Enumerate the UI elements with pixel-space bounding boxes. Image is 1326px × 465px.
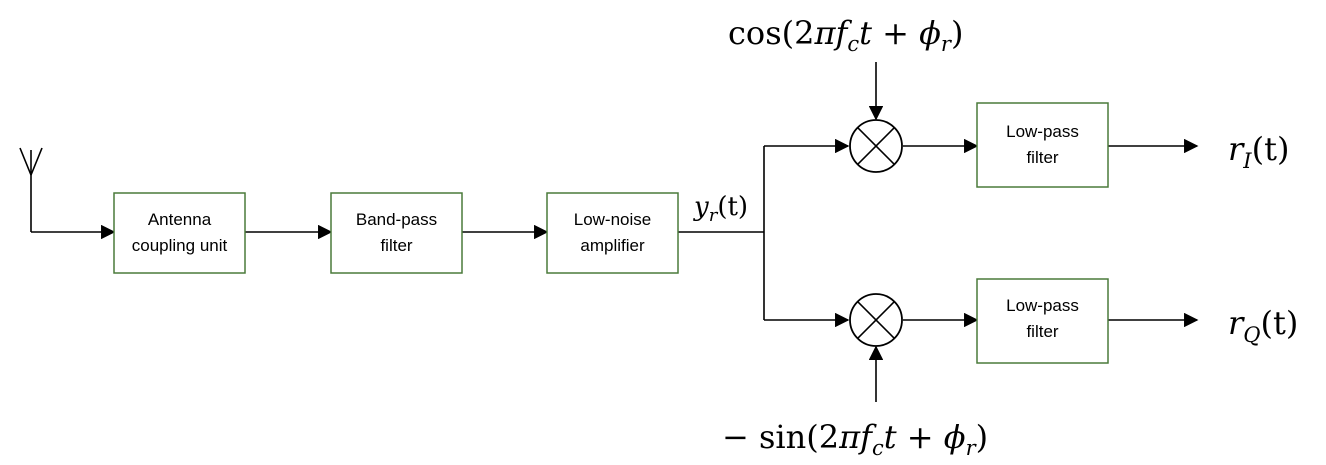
band-pass-filter-block: Band-pass filter (330, 192, 463, 274)
output-label-ri: rI(t) (1228, 130, 1289, 173)
low-noise-amplifier-block: Low-noise amplifier (546, 192, 679, 274)
signal-label-yr: yr(t) (693, 192, 748, 226)
lo-label-sin: − sin(2πfct + ϕr) (722, 418, 988, 460)
antenna-icon (19, 147, 43, 232)
block-label-line-2: filter (1026, 322, 1058, 341)
block-label-line-1: Low-pass (1006, 122, 1079, 141)
block-label-line-2: coupling unit (132, 236, 228, 255)
output-label-rq: rQ(t) (1228, 304, 1298, 347)
lo-label-cos: cos(2πfct + ϕr) (728, 14, 963, 56)
low-pass-filter-i-block: Low-pass filter (976, 102, 1109, 188)
antenna-coupling-unit-block: Antenna coupling unit (113, 192, 246, 274)
low-pass-filter-q-block: Low-pass filter (976, 278, 1109, 364)
mixer-q-icon (849, 293, 903, 347)
block-label-line-2: filter (380, 236, 412, 255)
block-label-line-1: Low-pass (1006, 296, 1079, 315)
mixer-i-icon (849, 119, 903, 173)
block-label-line-1: Band-pass (356, 210, 437, 229)
block-label-line-1: Antenna (148, 210, 212, 229)
block-label-line-2: filter (1026, 148, 1058, 167)
block-label-line-2: amplifier (580, 236, 645, 255)
block-label-line-1: Low-noise (574, 210, 652, 229)
